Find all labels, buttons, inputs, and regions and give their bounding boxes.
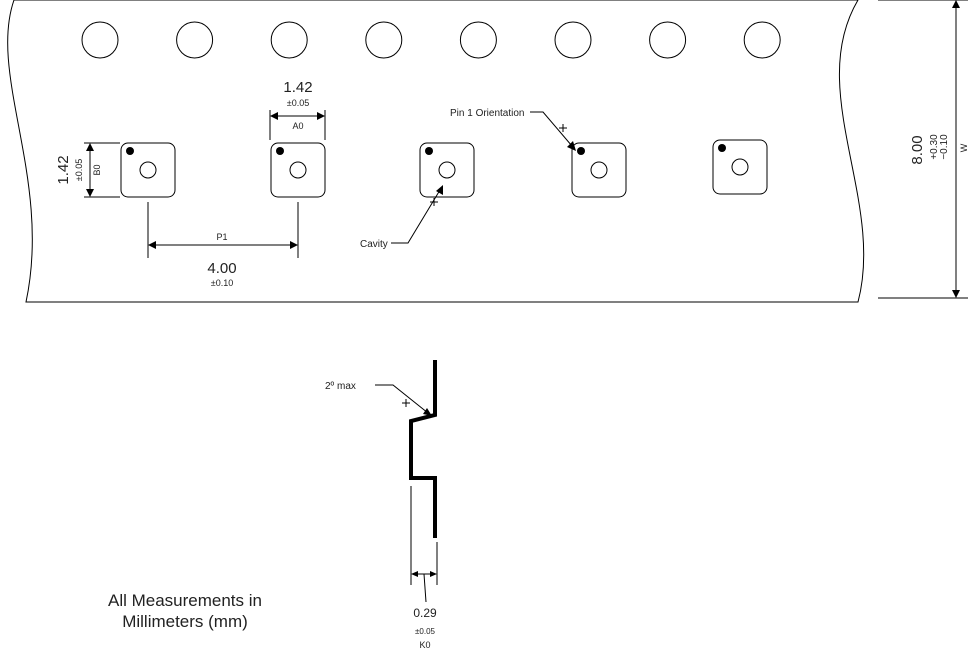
w-dimension: 8.00 +0.30 −0.10 W (878, 0, 969, 299)
sprocket-holes (81, 21, 781, 59)
b0-value: 1.42 (55, 155, 72, 184)
a0-dimension: 1.42 ±0.05 A0 (269, 79, 326, 140)
cavity-pocket (571, 142, 627, 198)
footnote-line1: All Measurements in (108, 591, 262, 610)
a0-label: A0 (292, 121, 303, 131)
k0-label: K0 (419, 640, 430, 650)
footnote-line2: Millimeters (mm) (122, 612, 248, 631)
a0-value: 1.42 (283, 79, 312, 96)
cavity-pocket (712, 139, 768, 195)
carrier-tape-outline (7, 0, 865, 303)
sprocket-hole (365, 21, 403, 59)
cavity-hole (289, 161, 307, 179)
sprocket-hole (743, 21, 781, 59)
cavity-hole (438, 161, 456, 179)
cavity (712, 139, 768, 195)
tape-profile: 2º max 0.29 ±0.05 K0 (325, 360, 438, 650)
p1-label: P1 (216, 232, 227, 242)
pin1-callout-text: Pin 1 Orientation (450, 108, 525, 119)
sprocket-hole (270, 21, 308, 59)
cavity (571, 142, 627, 198)
k0-value: 0.29 (413, 606, 437, 620)
p1-value: 4.00 (207, 260, 236, 277)
pin1-dot (718, 144, 726, 152)
w-tolerance-plus: +0.30 (929, 134, 940, 160)
cavity-pocket (270, 142, 326, 198)
p1-dimension: P1 4.00 ±0.10 (147, 202, 299, 288)
pin1-dot (425, 147, 433, 155)
cavity-callout-text: Cavity (360, 239, 388, 250)
a0-tolerance: ±0.05 (287, 98, 309, 108)
sprocket-hole (176, 21, 214, 59)
pin1-dot (276, 147, 284, 155)
cavities (120, 139, 768, 198)
w-tolerance-minus: −0.10 (939, 134, 950, 160)
pin1-dot (577, 147, 585, 155)
cavity-pocket (419, 142, 475, 198)
b0-label: B0 (92, 164, 102, 175)
cavity-hole (139, 161, 157, 179)
sprocket-hole (459, 21, 497, 59)
w-label: W (959, 143, 969, 152)
b0-tolerance: ±0.05 (74, 159, 84, 181)
sprocket-hole (554, 21, 592, 59)
cavity (419, 142, 475, 198)
cavity-callout: Cavity (360, 185, 443, 250)
w-value: 8.00 (909, 135, 926, 164)
cavity (120, 142, 176, 198)
pin1-dot (126, 147, 134, 155)
b0-dimension: 1.42 ±0.05 B0 (55, 142, 120, 198)
sprocket-hole (649, 21, 687, 59)
angle-callout-text: 2º max (325, 381, 356, 392)
cavity-pocket (120, 142, 176, 198)
p1-tolerance: ±0.10 (211, 278, 233, 288)
cavity-hole (731, 158, 749, 176)
cavity (270, 142, 326, 198)
sprocket-hole (81, 21, 119, 59)
k0-tolerance: ±0.05 (415, 627, 436, 636)
pin1-callout: Pin 1 Orientation (450, 108, 576, 151)
cavity-hole (590, 161, 608, 179)
